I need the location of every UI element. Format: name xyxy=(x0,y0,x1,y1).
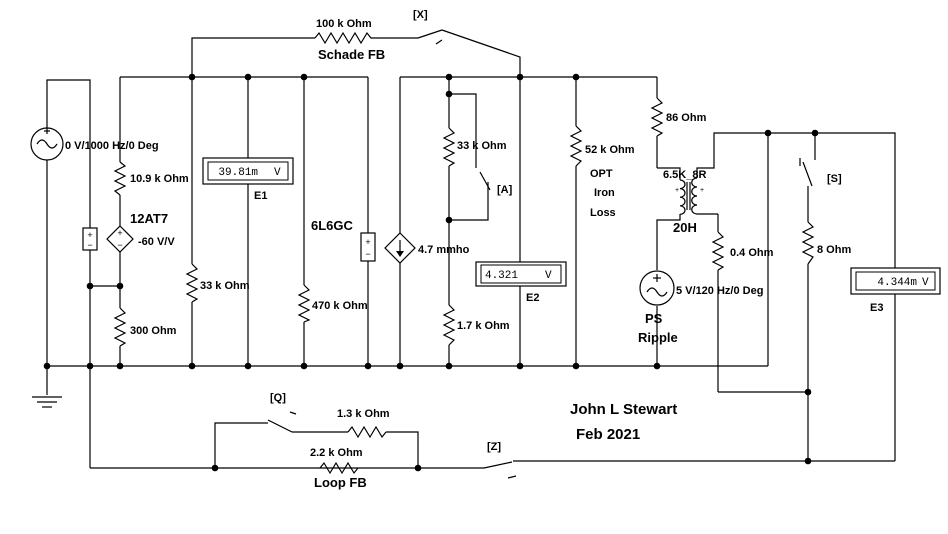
vcvs-12at7: + − xyxy=(106,225,134,253)
label-ripple: Ripple xyxy=(638,330,678,345)
label-switch-x: [X] xyxy=(413,9,428,21)
voltmeter-e3: 4.344m V xyxy=(850,267,941,295)
svg-text:−: − xyxy=(365,249,370,259)
labels: 100 k Ohm [X] Schade FB 0 V/1000 Hz/0 De… xyxy=(65,9,883,490)
svg-text:+: + xyxy=(675,187,679,194)
label-schade-fb: Schade FB xyxy=(318,47,385,62)
vccs-6l6gc xyxy=(384,232,416,264)
resistor-33k-right xyxy=(442,127,456,167)
svg-text:−: − xyxy=(87,240,92,250)
voltmeter-e2: 4.321 V xyxy=(475,261,567,287)
label-switch-z: [Z] xyxy=(487,441,501,453)
input-port-6l6gc: + − xyxy=(360,232,376,262)
resistor-86 xyxy=(650,97,664,137)
label-r-1k3: 1.3 k Ohm xyxy=(337,408,390,420)
label-r-schade: 100 k Ohm xyxy=(316,18,372,30)
switch-q[interactable] xyxy=(289,411,297,415)
label-opt-3: Loss xyxy=(590,207,616,219)
label-r-2k2: 2.2 k Ohm xyxy=(310,447,363,459)
svg-text:+: + xyxy=(87,230,92,240)
resistor-10k9 xyxy=(113,161,127,196)
label-r-470k: 470 k Ohm xyxy=(312,300,368,312)
ac-source-input xyxy=(30,127,64,161)
label-choke: 20H xyxy=(673,220,697,235)
resistor-300 xyxy=(113,307,127,347)
label-r-1k7: 1.7 k Ohm xyxy=(457,320,510,332)
label-r-33k-right: 33 k Ohm xyxy=(457,140,507,152)
meter-e3-value: 4.344m xyxy=(877,277,917,289)
ac-source-ps-ripple xyxy=(639,270,675,306)
svg-text:−: − xyxy=(117,240,122,250)
label-ps: PS xyxy=(645,311,663,326)
transformer-opt: + + xyxy=(675,177,704,215)
label-switch-q: [Q] xyxy=(270,392,286,404)
voltmeter-e1: 39.81m V xyxy=(202,157,294,185)
resistor-2k2 xyxy=(319,461,359,475)
label-r-8: 8 Ohm xyxy=(817,244,851,256)
switch-x[interactable] xyxy=(417,29,443,45)
resistor-52k xyxy=(569,125,583,167)
input-port-12at7: + − xyxy=(82,227,98,251)
meter-e3-unit: V xyxy=(922,277,929,289)
label-r-33k-left: 33 k Ohm xyxy=(200,280,250,292)
label-ps-source: 5 V/120 Hz/0 Deg xyxy=(676,285,763,297)
label-r-86: 86 Ohm xyxy=(666,112,707,124)
resistor-8 xyxy=(801,221,815,265)
label-switch-a: [A] xyxy=(497,184,513,196)
meter-e2-value: 4.321 xyxy=(485,270,518,282)
svg-text:+: + xyxy=(700,187,704,194)
label-transformer: 6.5K_8R xyxy=(663,169,706,181)
label-e3: E3 xyxy=(870,302,883,314)
label-date: Feb 2021 xyxy=(576,426,640,443)
label-opt-2: Iron xyxy=(594,187,615,199)
label-switch-s: [S] xyxy=(827,173,842,185)
label-r-0-4: 0.4 Ohm xyxy=(730,247,774,259)
label-e2: E2 xyxy=(526,292,539,304)
label-tube-12at7: 12AT7 xyxy=(130,211,168,226)
label-opt-1: OPT xyxy=(590,168,613,180)
svg-text:+: + xyxy=(365,237,370,247)
label-r-10k9: 10.9 k Ohm xyxy=(130,173,189,185)
label-gain: -60 V/V xyxy=(138,236,175,248)
resistor-470k xyxy=(297,284,311,323)
ground-symbol xyxy=(32,396,62,408)
resistor-1k3 xyxy=(347,425,387,439)
label-input-source: 0 V/1000 Hz/0 Deg xyxy=(65,140,159,152)
label-gm: 4.7 mmho xyxy=(418,244,470,256)
meter-e2-unit: V xyxy=(545,270,552,282)
label-e1: E1 xyxy=(254,190,267,202)
meter-e1-unit: V xyxy=(274,167,281,179)
label-loop-fb: Loop FB xyxy=(314,475,367,490)
resistor-0-4 xyxy=(711,231,725,271)
label-author: John L Stewart xyxy=(570,401,677,418)
resistor-33k-left xyxy=(185,263,199,303)
resistor-schade-100k xyxy=(314,31,375,45)
junctions xyxy=(43,73,819,472)
label-r-52k: 52 k Ohm xyxy=(585,144,635,156)
label-r-300: 300 Ohm xyxy=(130,325,177,337)
resistor-1k7 xyxy=(442,304,456,346)
svg-text:+: + xyxy=(117,228,122,238)
label-tube-6l6gc: 6L6GC xyxy=(311,218,354,233)
meter-e1-value: 39.81m xyxy=(218,167,258,179)
